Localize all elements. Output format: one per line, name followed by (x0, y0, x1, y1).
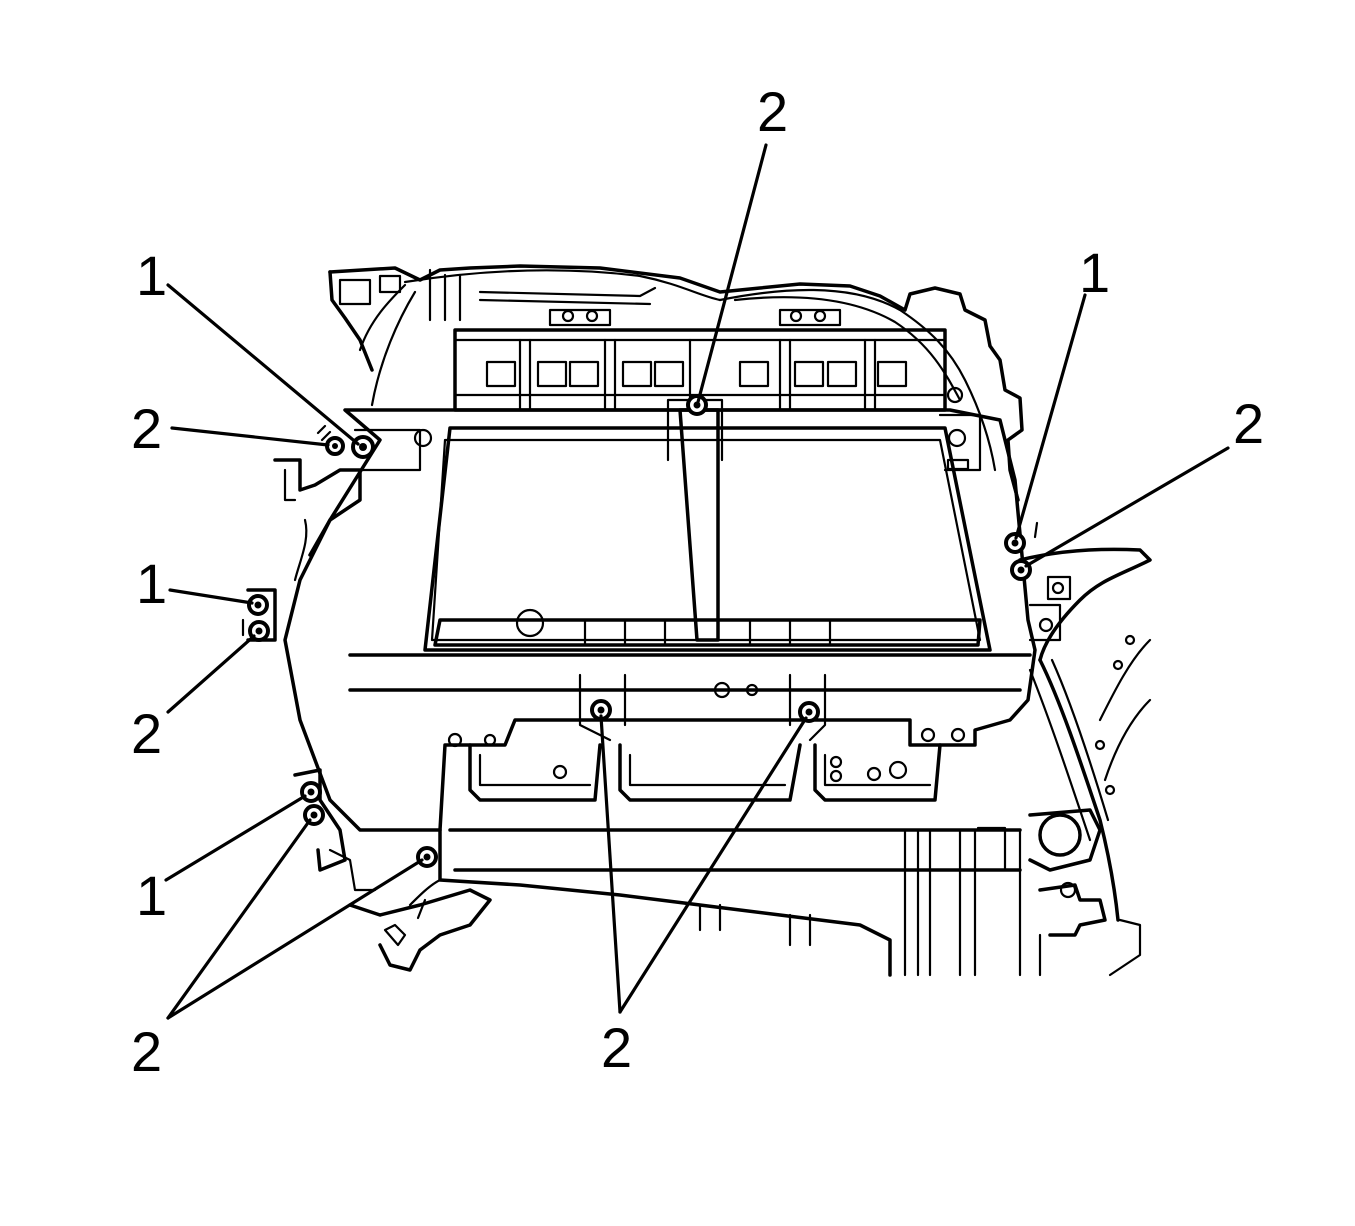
leader-2-bottom-left (166, 858, 424, 1020)
leader-2-top-center (696, 143, 768, 404)
left-side (246, 458, 377, 892)
fastener-2-top-left (325, 436, 345, 456)
leader-lines (164, 143, 1230, 1020)
leader-2-right (1024, 446, 1230, 568)
callout-2-right: 2 (1233, 392, 1265, 455)
fastener-2-lower-center-left (590, 699, 612, 721)
fastener-1-right (1004, 532, 1026, 554)
right-side (1018, 547, 1152, 977)
fastener-2-bottom-left (416, 846, 438, 868)
fastener-1-mid-left (247, 594, 269, 616)
leader-1-mid-left (168, 588, 254, 605)
fastener-2-lower-left (303, 804, 325, 826)
callout-1-mid-left: 1 (136, 552, 168, 615)
lower-housing (348, 653, 1032, 977)
module-body (283, 386, 1037, 832)
leader-1-lower-left (164, 794, 307, 882)
leader-2-lower-left (166, 818, 312, 1020)
filter-frame (453, 308, 947, 412)
filter-door (423, 398, 992, 652)
callout-1-right: 1 (1079, 241, 1111, 304)
leader-1-top-left (166, 283, 360, 446)
leader-1-right (1014, 293, 1087, 540)
callout-2-bottom-left: 2 (131, 1020, 163, 1083)
callout-2-top-left: 2 (131, 397, 163, 460)
fastener-1-top-left (351, 435, 375, 459)
leader-2-lower-center-left (599, 714, 622, 1014)
callout-2-top-center: 2 (757, 80, 789, 143)
fastener-2-top-center (686, 394, 708, 416)
fastener-1-lower-left (300, 781, 322, 803)
upper-housing (328, 264, 1024, 502)
fastener-2-lower-center-right (798, 701, 820, 723)
callout-2-mid-left: 2 (131, 702, 163, 765)
leader-2-lower-center-right (618, 716, 808, 1014)
callout-1-top-left: 1 (136, 244, 168, 307)
callout-1-lower-left: 1 (136, 864, 168, 927)
callout-2-bottom-center: 2 (601, 1016, 633, 1079)
leader-2-top-left (170, 426, 330, 447)
leader-2-mid-left (166, 634, 256, 714)
